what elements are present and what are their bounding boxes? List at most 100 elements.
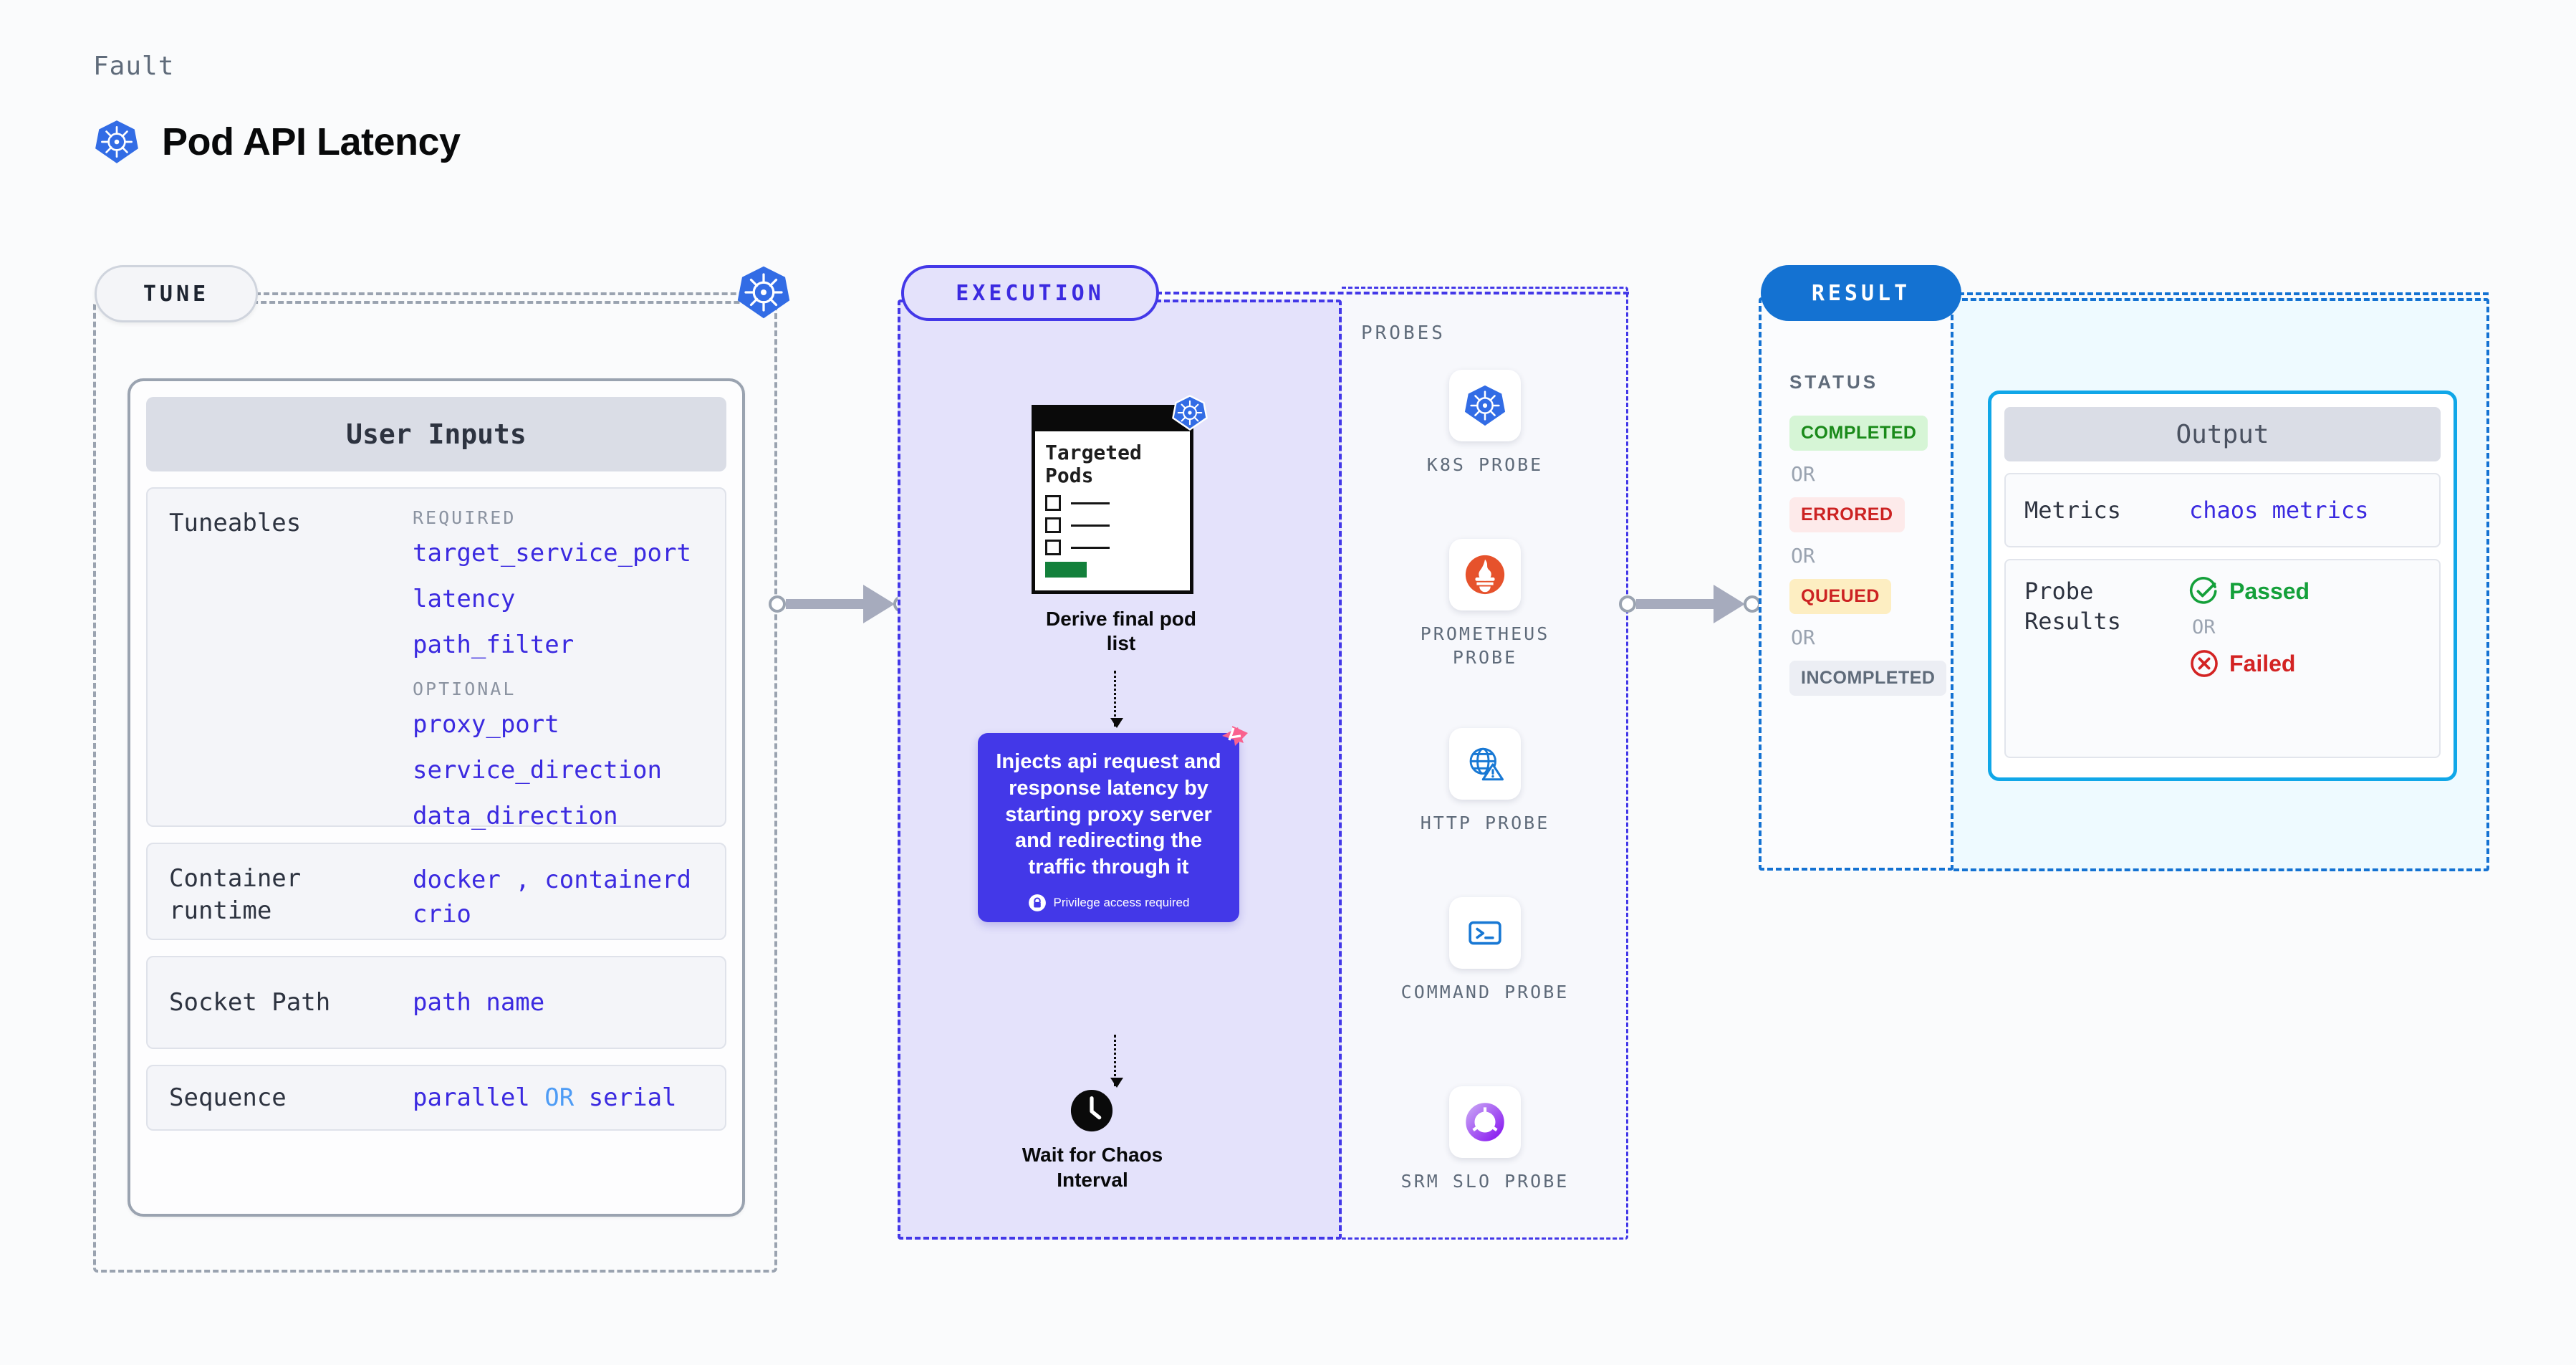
container-runtime-values: docker , containerd crio: [413, 863, 703, 929]
status-badge-errored: ERRORED: [1789, 497, 1905, 532]
runtime-crio[interactable]: crio: [413, 900, 471, 929]
probe-label: HTTP PROBE: [1420, 813, 1550, 833]
sequence-values: parallel OR serial: [413, 1081, 703, 1115]
placeholder-line: [1071, 502, 1110, 504]
http-globe-warning-icon: [1469, 747, 1504, 781]
tunable-proxy-port[interactable]: proxy_port: [413, 710, 559, 739]
x-circle-icon: [2191, 650, 2218, 677]
status-or-2: OR: [1791, 544, 1815, 567]
probe-tile: [1449, 539, 1521, 610]
container-runtime-section: Container runtime docker , containerd cr…: [146, 843, 726, 940]
probe-label: COMMAND PROBE: [1400, 982, 1570, 1002]
sequence-parallel[interactable]: parallel: [413, 1083, 530, 1112]
runtime-separator: ,: [515, 866, 530, 894]
pod-list-item: [1045, 540, 1180, 556]
sequence-serial[interactable]: serial: [588, 1083, 677, 1112]
metrics-section: Metrics chaos metrics: [2004, 473, 2441, 547]
placeholder-line: [1071, 524, 1110, 527]
result-stage-pill[interactable]: RESULT: [1761, 265, 1961, 321]
tunable-service-direction[interactable]: service_direction: [413, 756, 662, 785]
connector-bar: [786, 599, 865, 609]
tunable-data-direction[interactable]: data_direction: [413, 802, 618, 830]
status-badge-queued: QUEUED: [1789, 579, 1891, 614]
tune-stage-pill[interactable]: TUNE: [95, 265, 258, 322]
kubernetes-icon: [737, 266, 790, 319]
optional-heading: OPTIONAL: [413, 679, 516, 699]
kubernetes-icon: [95, 120, 138, 163]
terminal-icon: [1469, 921, 1501, 945]
targeted-pods-card: Targeted Pods: [1032, 395, 1208, 595]
tunable-target-service-port[interactable]: target_service_port: [413, 539, 691, 567]
pod-list-item: [1045, 495, 1180, 512]
connector-arrowhead: [863, 585, 895, 623]
probe-item-k8s[interactable]: K8S PROBE: [1392, 370, 1578, 476]
flow-arrow-to-wait: [1110, 1035, 1123, 1088]
probe-item-prometheus[interactable]: PROMETHEUS PROBE: [1392, 539, 1578, 669]
prometheus-icon: [1465, 555, 1505, 595]
connector-execution-to-result: [1619, 585, 1761, 623]
status-badge-incompleted: INCOMPLETED: [1789, 661, 1947, 696]
check-circle-icon: [2189, 577, 2217, 604]
required-heading: REQUIRED: [413, 507, 516, 528]
metrics-label: Metrics: [2024, 496, 2121, 524]
probe-item-http[interactable]: HTTP PROBE: [1392, 728, 1578, 835]
probe-results-label: Probe Results: [2024, 578, 2121, 636]
status-list: COMPLETED OR ERRORED OR QUEUED OR INCOMP…: [1789, 416, 1954, 696]
failed-label: Failed: [2229, 650, 2296, 676]
tuneables-section: Tuneables REQUIRED target_service_port l…: [146, 487, 726, 828]
checkbox-icon: [1045, 540, 1061, 556]
status-or-3: OR: [1791, 626, 1815, 649]
status-title: STATUS: [1789, 371, 1879, 393]
socket-path-value[interactable]: path name: [413, 987, 545, 1017]
clock-icon: [1070, 1089, 1113, 1132]
probe-results-section: Probe Results Passed OR Failed: [2004, 559, 2441, 758]
probe-tile: [1449, 1086, 1521, 1158]
tunable-path-filter[interactable]: path_filter: [413, 631, 575, 659]
execution-stage-pill[interactable]: EXECUTION: [901, 265, 1159, 321]
probe-results-or: OR: [2192, 616, 2216, 638]
probe-results-values: Passed OR Failed: [2189, 576, 2310, 679]
user-inputs-card: User Inputs Tuneables REQUIRED target_se…: [128, 378, 745, 1217]
page-title-row: Pod API Latency: [93, 118, 461, 166]
probe-result-passed: Passed: [2189, 576, 2310, 606]
placeholder-line: [1071, 546, 1110, 549]
page-title: Pod API Latency: [162, 120, 461, 163]
connector-bar: [1636, 599, 1715, 609]
derive-pod-list-label: Derive final pod list: [1045, 608, 1197, 655]
card-body: Targeted Pods: [1035, 431, 1190, 590]
status-badge-completed: COMPLETED: [1789, 416, 1928, 451]
runtime-containerd[interactable]: containerd: [544, 866, 691, 894]
runtime-docker[interactable]: docker: [413, 866, 501, 894]
kubernetes-icon: [1464, 385, 1506, 426]
tuneables-values: REQUIRED target_service_port latency pat…: [413, 507, 703, 828]
probe-tile: [1449, 728, 1521, 800]
execution-connector-line: [1156, 292, 1629, 294]
result-connector-line: [1959, 292, 2489, 295]
probe-tile: [1449, 897, 1521, 969]
connector-arrowhead: [1714, 585, 1745, 623]
checkbox-icon: [1045, 495, 1061, 512]
container-runtime-label: Container runtime: [169, 864, 302, 925]
tune-stage-boundary: [93, 301, 777, 1273]
inject-description: Injects api request and response latency…: [996, 750, 1221, 879]
lock-icon: [1028, 894, 1046, 912]
socket-path-section: Socket Path path name: [146, 956, 726, 1049]
tunable-latency[interactable]: latency: [413, 585, 516, 613]
tuneables-label: Tuneables: [169, 509, 302, 537]
probe-label: SRM SLO PROBE: [1400, 1171, 1570, 1192]
probe-label: K8S PROBE: [1426, 454, 1544, 475]
flow-arrow-to-inject: [1110, 671, 1123, 728]
sequence-label: Sequence: [169, 1083, 287, 1112]
socket-path-values: path name: [413, 985, 703, 1020]
metrics-value[interactable]: chaos metrics: [2189, 497, 2369, 524]
pod-list-item: [1045, 517, 1180, 534]
litmus-chaos-icon: [1222, 726, 1248, 746]
probe-item-srm-slo[interactable]: SRM SLO PROBE: [1392, 1086, 1578, 1193]
user-inputs-title: User Inputs: [146, 397, 726, 471]
targeted-pods-heading: Targeted Pods: [1045, 441, 1142, 487]
checkbox-icon: [1045, 517, 1061, 534]
probe-item-command[interactable]: COMMAND PROBE: [1392, 897, 1578, 1004]
tune-connector-line: [255, 292, 771, 295]
connector-tune-to-execution: [769, 585, 910, 623]
